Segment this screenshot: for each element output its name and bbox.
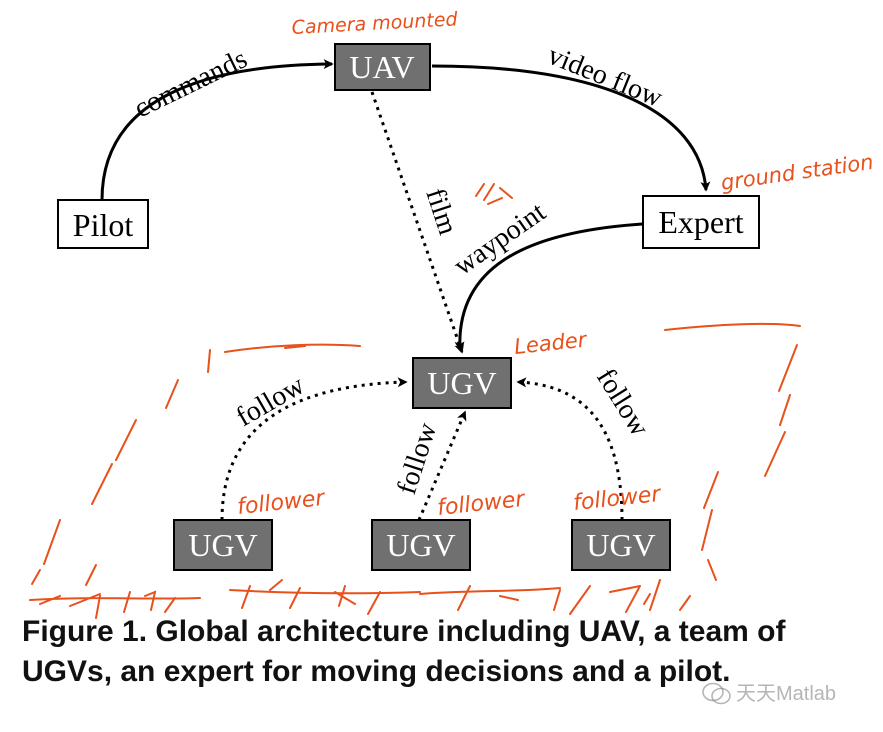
edge-follow-middle	[417, 410, 467, 521]
edge-label-follow-middle: follow	[391, 418, 443, 498]
edge-label-follow-right: follow	[590, 363, 655, 442]
edge-follow-right	[516, 377, 624, 521]
node-ugv-middle-label: UGV	[386, 527, 455, 563]
node-ugv-middle: UGV	[371, 519, 471, 571]
node-ugv-leader: UGV	[412, 357, 512, 409]
edge-label-follow-left: follow	[231, 369, 310, 433]
annotation-scribbles	[29, 183, 801, 619]
edge-commands	[100, 59, 334, 201]
node-uav-label: UAV	[349, 49, 414, 85]
annotation-follower-middle: follower	[436, 487, 528, 521]
annotation-ground-station: ground station	[719, 150, 875, 195]
node-pilot: Pilot	[57, 199, 149, 249]
edge-label-commands: commands	[129, 43, 252, 124]
node-ugv-leader-label: UGV	[427, 365, 496, 401]
edge-label-waypoint: waypoint	[448, 196, 551, 281]
figure-caption: Figure 1. Global architecture including …	[22, 615, 786, 688]
annotation-leader: Leader	[513, 327, 589, 359]
edge-waypoint	[454, 222, 644, 352]
edge-label-film: film	[419, 185, 463, 239]
edge-film	[370, 91, 464, 354]
node-ugv-right-label: UGV	[586, 527, 655, 563]
node-ugv-left: UGV	[173, 519, 273, 571]
annotation-follower-left: follower	[236, 486, 328, 520]
node-ugv-right: UGV	[571, 519, 671, 571]
node-pilot-label: Pilot	[73, 207, 134, 243]
edge-video-flow	[431, 64, 711, 192]
watermark: 天天Matlab	[736, 683, 837, 705]
node-ugv-left-label: UGV	[188, 527, 257, 563]
wechat-icon	[702, 682, 731, 705]
node-expert: Expert	[642, 195, 760, 249]
node-expert-label: Expert	[658, 204, 743, 240]
annotation-follower-right: follower	[572, 482, 664, 516]
node-uav: UAV	[334, 43, 431, 91]
edge-follow-left	[220, 377, 408, 521]
annotation-camera-mounted: Camera mounted	[291, 8, 459, 39]
